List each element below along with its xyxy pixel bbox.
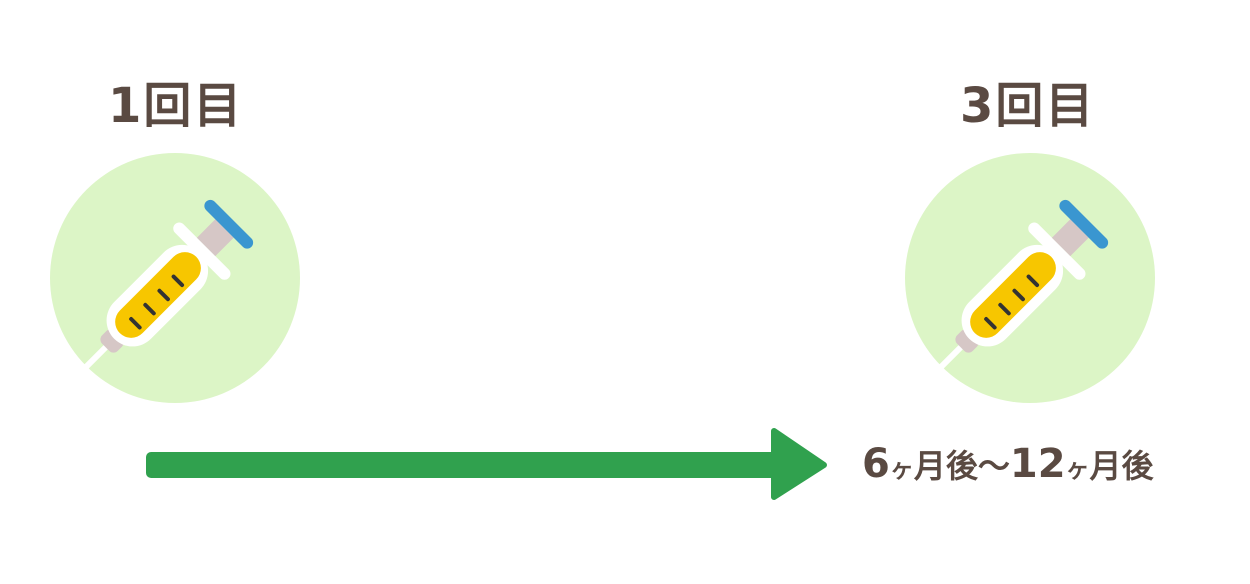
interval-tilde: 〜 [977,447,1010,485]
dose-3-circle [905,153,1155,403]
interval-start-number: 6 [862,441,890,487]
dose-1-circle [50,153,300,403]
dose-1-label: 1回目 [108,78,244,134]
syringe-icon [83,199,254,370]
arrow-right-icon [146,428,827,500]
interval-end-unit: 月後 [1089,447,1154,485]
syringe-icon [938,199,1109,370]
dose-3-label: 3回目 [960,78,1096,134]
interval-end-ka: ヶ [1065,455,1090,483]
interval-start-ka: ヶ [889,455,914,483]
interval-text: 6ヶ月後〜12ヶ月後 [862,444,1154,484]
interval-start-unit: 月後 [913,447,978,485]
interval-end-number: 12 [1009,441,1066,487]
